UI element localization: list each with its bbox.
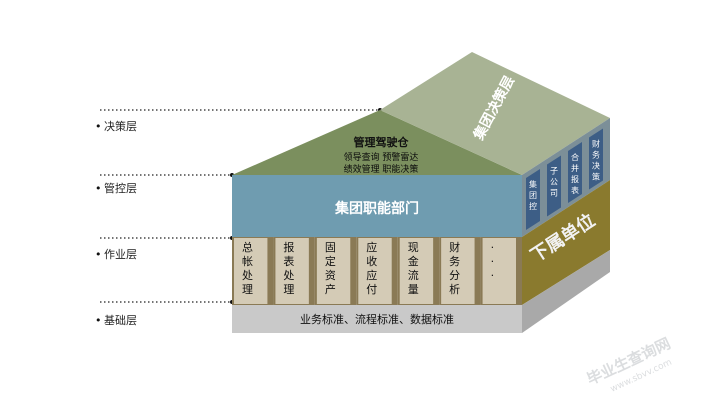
side-column-char: 子 — [550, 167, 558, 176]
module-char: 定 — [325, 254, 336, 268]
module-face — [441, 238, 475, 304]
side-column-char: 集 — [529, 179, 537, 189]
module-face — [482, 238, 516, 304]
module-char: 理 — [283, 283, 294, 296]
module-char: 产 — [325, 282, 336, 296]
module-face — [399, 238, 434, 304]
module-char: 帐 — [242, 255, 253, 268]
module-char: 析 — [449, 282, 460, 296]
roof-front-face — [232, 110, 522, 175]
base-side-face — [522, 250, 610, 333]
module-char: 量 — [408, 283, 419, 296]
module-char: 金 — [408, 254, 419, 268]
watermark: 毕业生查询网 www.sbvv.com — [584, 334, 674, 394]
layer-label-control: 管控层 — [104, 181, 137, 195]
module-char: 务 — [449, 255, 460, 268]
cockpit-title: 管理驾驶仓 — [354, 135, 410, 149]
base-strip-front — [232, 305, 522, 333]
module-face — [358, 238, 392, 304]
module-char: 付 — [366, 283, 377, 296]
module-char: · — [491, 269, 495, 282]
side-column-char: 公 — [550, 178, 558, 187]
roof: 管理驾驶仓 领导查询 预警雷达 绩效管理 职能决策 集团决策层 — [232, 52, 610, 175]
functional-dept-label: 集团职能部门 — [334, 200, 419, 217]
side-column-char: 报 — [571, 174, 579, 184]
module-char: 处 — [242, 269, 253, 282]
bullet-icon: • — [95, 120, 102, 133]
module-char: 流 — [408, 268, 419, 282]
side-column-char: 并 — [571, 163, 579, 173]
module-char: 固 — [325, 241, 336, 254]
module-char: 分 — [449, 269, 460, 282]
side-column-char: 控 — [529, 201, 537, 211]
module-char: 收 — [366, 254, 377, 268]
side-column-char: 表 — [571, 185, 579, 195]
side-lower-face — [522, 180, 610, 305]
side-column-panel — [589, 128, 603, 190]
layer-label-foundation: 基础层 — [104, 314, 137, 327]
module-char: 应 — [366, 240, 377, 254]
module-7: ··· — [480, 237, 522, 305]
side-column-char: 合 — [571, 152, 579, 162]
module-char: 应 — [366, 268, 377, 282]
module-face — [275, 238, 309, 304]
module-char: 现 — [408, 241, 419, 254]
module-char: 财 — [449, 240, 460, 254]
side-column-panel — [547, 155, 561, 217]
side-column-panel — [568, 142, 582, 203]
module-char: 总 — [242, 240, 253, 254]
side-column-char: 务 — [592, 150, 600, 160]
module-char: · — [491, 255, 495, 268]
cockpit-line-2: 绩效管理 职能决策 — [344, 163, 419, 175]
side-column-panel — [526, 169, 540, 230]
module-char: 报 — [283, 240, 294, 254]
module-char: 资 — [325, 269, 336, 282]
module-char: 处 — [283, 269, 294, 282]
bullet-icon: • — [95, 248, 102, 261]
module-face — [234, 238, 268, 304]
side-column-char: 财 — [592, 139, 600, 149]
bullet-icon: • — [95, 182, 102, 195]
side-upper-face — [522, 118, 610, 237]
base-strip: 业务标准、流程标准、数据标准 — [232, 305, 522, 333]
side-column-2: 子公司 — [547, 155, 561, 217]
module-face — [316, 238, 351, 304]
side-column-1: 集团控 — [526, 169, 540, 230]
standards-label: 业务标准、流程标准、数据标准 — [300, 312, 454, 326]
side-column-char: 策 — [592, 172, 600, 182]
module-char: 表 — [283, 254, 294, 268]
module-char: · — [491, 241, 495, 254]
side-column-char: 决 — [592, 161, 600, 171]
module-char: 理 — [242, 283, 253, 296]
layer-labels: 决策层 • 管控层 • 作业层 • 基础层 • — [95, 108, 382, 327]
cockpit-line-1: 领导查询 预警雷达 — [344, 151, 419, 163]
side-column-char: 司 — [550, 189, 558, 198]
functional-band-front — [232, 175, 522, 237]
side-column-char: 团 — [529, 191, 537, 200]
bullet-icon: • — [95, 314, 102, 327]
functional-band: 集团职能部门 — [232, 175, 522, 237]
layer-label-operation: 作业层 — [104, 248, 137, 261]
layer-label-decision: 决策层 — [104, 119, 137, 133]
roof-side-face — [380, 52, 610, 175]
